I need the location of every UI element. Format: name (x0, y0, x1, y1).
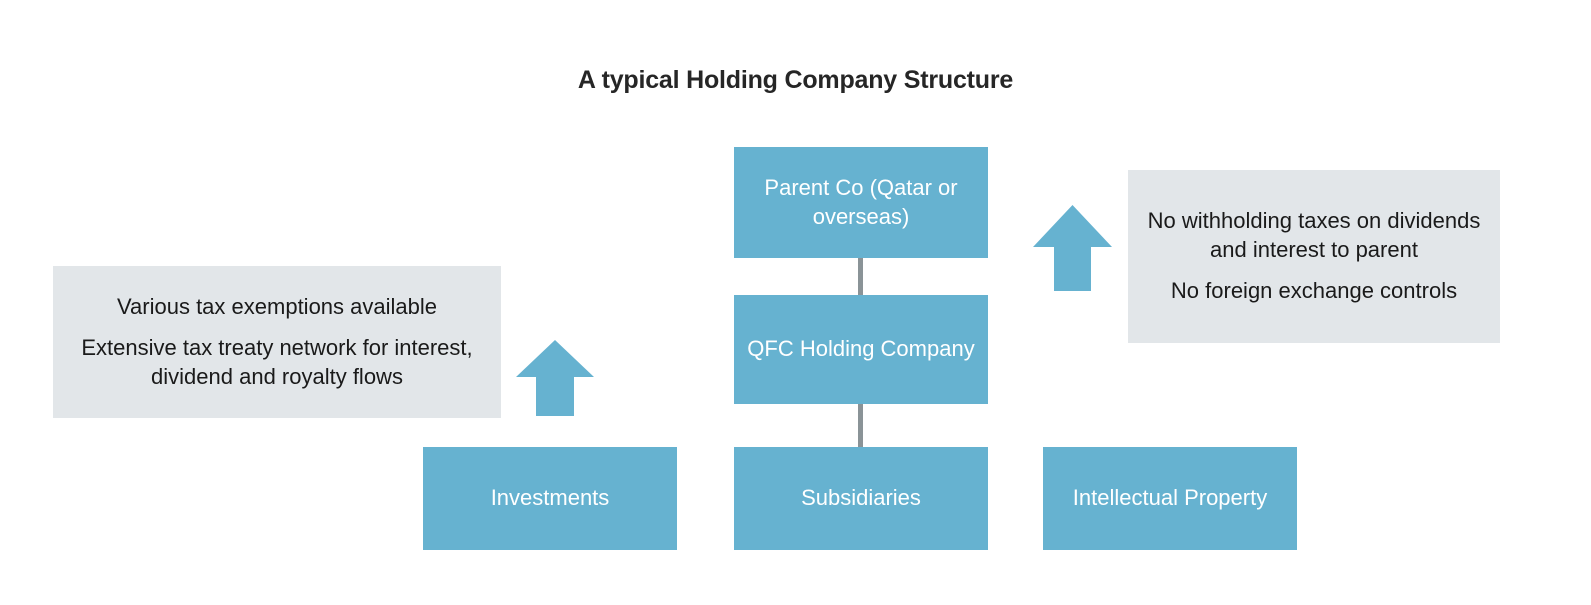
node-parent-co[interactable]: Parent Co (Qatar or overseas) (734, 147, 988, 258)
node-parent-co-label: Parent Co (Qatar or overseas) (764, 175, 958, 229)
connector-parent-to-qfc (858, 258, 863, 296)
page-title: A typical Holding Company Structure (577, 66, 1014, 94)
callout-tax-exemptions: Various tax exemptions available Extensi… (53, 266, 501, 418)
node-intellectual-property[interactable]: Intellectual Property (1043, 447, 1297, 550)
node-subsidiaries[interactable]: Subsidiaries (734, 447, 988, 550)
connector-qfc-to-subsidiaries (858, 404, 863, 448)
node-qfc-holding-company-label: QFC Holding Company (747, 336, 975, 362)
callout-withholding-taxes: No withholding taxes on dividends and in… (1128, 170, 1500, 343)
node-qfc-holding-company[interactable]: QFC Holding Company (734, 295, 988, 404)
callout-withholding-taxes-line-1: No withholding taxes on dividends and in… (1147, 208, 1481, 262)
callout-withholding-taxes-line-2: No foreign exchange controls (1170, 278, 1458, 304)
arrow-up-icon-right (1033, 205, 1112, 291)
node-investments-label: Investments (490, 485, 610, 511)
node-intellectual-property-label: Intellectual Property (1072, 485, 1268, 511)
callout-tax-exemptions-line-1: Various tax exemptions available (117, 293, 437, 319)
arrow-up-icon-left (516, 340, 594, 416)
callout-tax-exemptions-line-2: Extensive tax treaty network for interes… (81, 335, 473, 389)
node-investments[interactable]: Investments (423, 447, 677, 550)
node-subsidiaries-label: Subsidiaries (801, 485, 921, 511)
